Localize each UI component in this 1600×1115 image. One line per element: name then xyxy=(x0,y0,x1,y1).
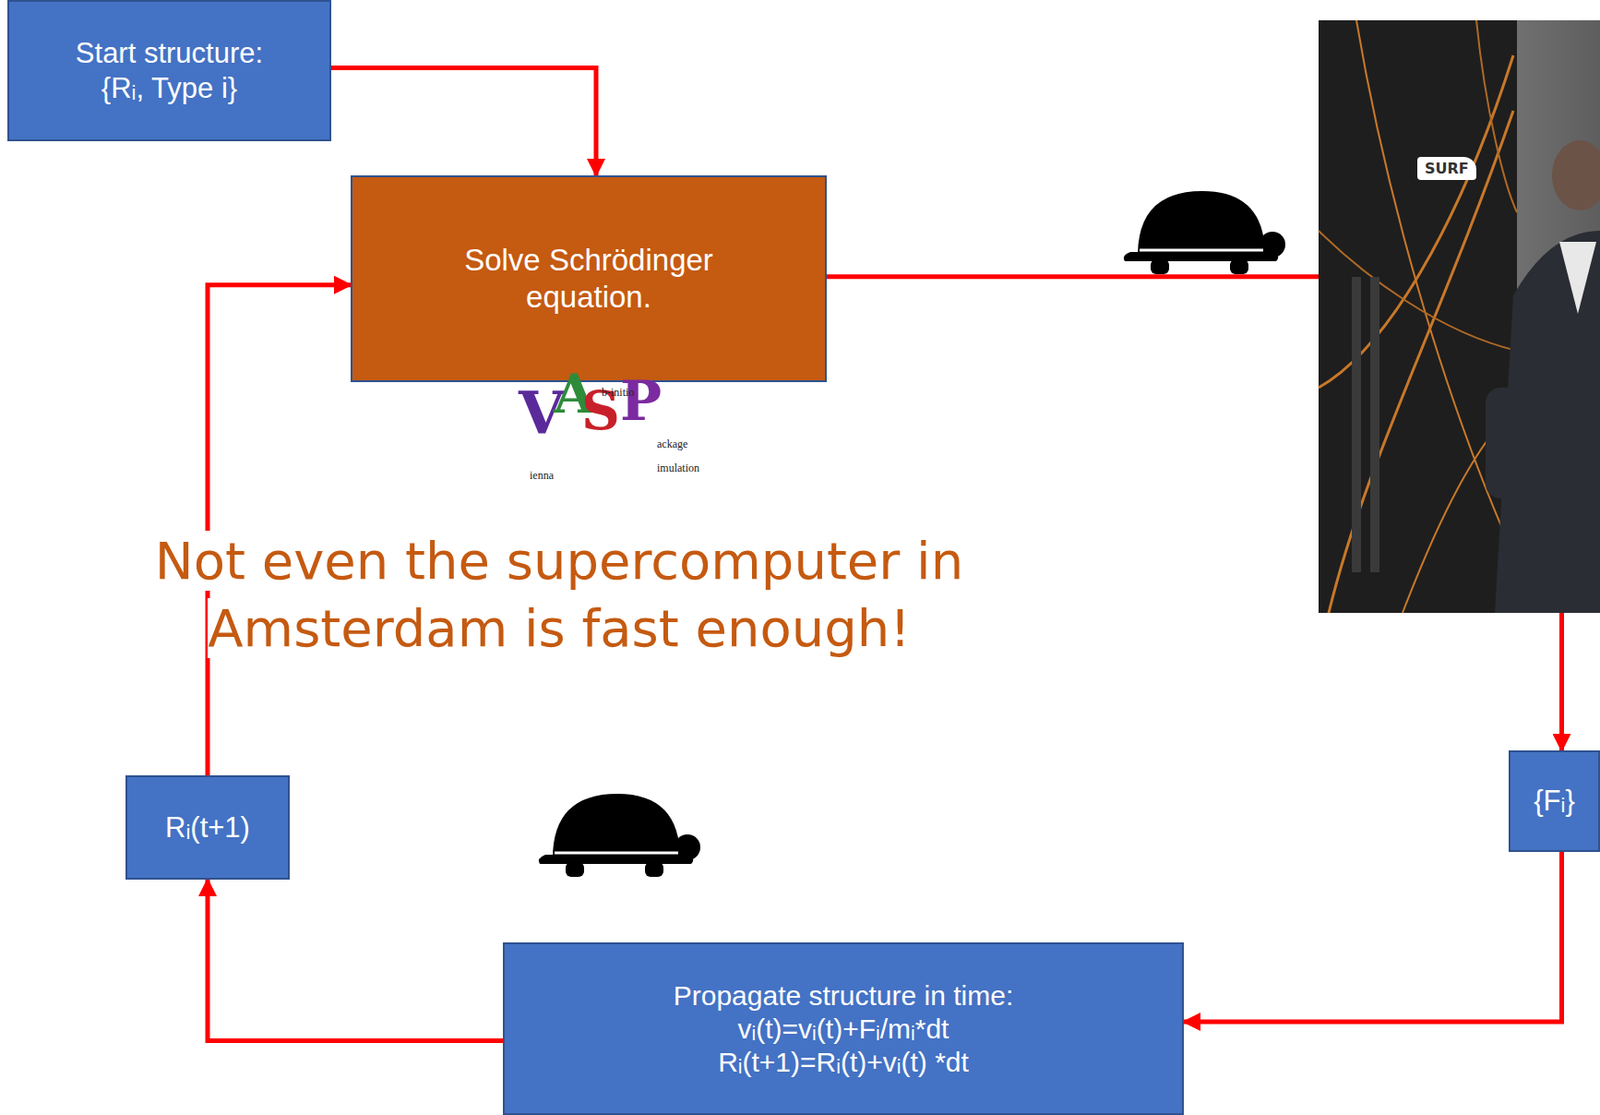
box-text: {Rᵢ, Type i} xyxy=(101,71,238,106)
box-text: Rᵢ(t+1) xyxy=(165,810,251,845)
flow-arrow xyxy=(207,879,503,1041)
process-box: Solve Schrödinger equation. xyxy=(350,175,827,383)
logo-letter: P xyxy=(620,372,662,429)
process-box: Propagate structure in time:vᵢ(t)=vᵢ(t)+… xyxy=(502,942,1184,1115)
flow-arrow xyxy=(331,67,597,176)
logo-text: b-initio xyxy=(601,385,634,400)
logo-text: ackage xyxy=(656,437,688,452)
logo-text: ienna xyxy=(529,468,554,483)
annotation-text: Not even the supercomputer in Amsterdam … xyxy=(155,530,964,658)
box-text: {Fᵢ} xyxy=(1533,783,1576,818)
box-text: vᵢ(t)=vᵢ(t)+Fᵢ/mᵢ*dt xyxy=(738,1012,950,1046)
start-box: Start structure:{Rᵢ, Type i} xyxy=(7,0,332,142)
box-text: Start structure: xyxy=(75,35,263,71)
box-text: Solve Schrödinger equation. xyxy=(436,241,741,315)
data-box: {Fᵢ} xyxy=(1508,750,1600,852)
flow-arrow xyxy=(1183,851,1563,1022)
box-text: Propagate structure in time: xyxy=(673,979,1015,1013)
box-text: Rᵢ(t+1)=Rᵢ(t)+vᵢ(t) *dt xyxy=(717,1045,969,1079)
logo-text: imulation xyxy=(656,461,700,476)
data-box: Rᵢ(t+1) xyxy=(125,775,290,880)
logo-badge: SURF xyxy=(1417,156,1477,180)
flow-arrow xyxy=(826,276,1563,751)
annotation-text: Not even the supercomputer in Amsterdam … xyxy=(51,527,1067,663)
